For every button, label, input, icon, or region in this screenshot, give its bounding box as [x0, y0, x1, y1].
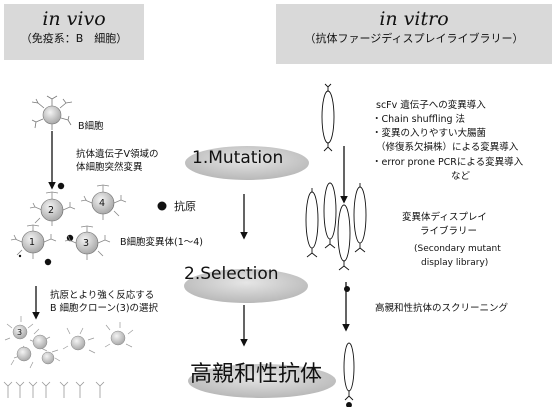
mutant-cell-3: [64, 225, 111, 260]
antigen-label: 抗原: [174, 200, 196, 213]
bottom-antibodies: [3, 381, 105, 398]
in-vitro-title: in vitro: [379, 8, 449, 30]
in-vivo-header: in vivo （免疫系：B 細胞）: [4, 4, 144, 60]
in-vivo-subtitle: （免疫系：B 細胞）: [20, 32, 128, 45]
selection-label-2: B 細胞クローン(3)の選択: [50, 303, 159, 314]
phage-library: [305, 182, 367, 271]
library-label-3: (Secondary mutant: [414, 244, 501, 254]
in-vitro-header: in vitro （抗体ファージディスプレイライブラリー）: [276, 4, 552, 64]
cell-number-4: 4: [99, 198, 106, 209]
mutation-ellipse: [185, 146, 309, 180]
phage-antigen-dot: [344, 286, 350, 292]
antigen-dots: [44, 182, 167, 266]
mutant-b-cells: [10, 184, 127, 260]
cell-number-2: 2: [48, 205, 55, 216]
in-vitro-subtitle: （抗体ファージディスプレイライブラリー）: [304, 32, 524, 45]
bullet-ecoli-1: ・変異の入りやすい大腸菌: [372, 128, 487, 139]
phage-selected: [343, 342, 355, 407]
cell-number-3: 3: [83, 238, 90, 249]
phage-top: [321, 83, 335, 152]
mutation-label-2: 体細胞突然変異: [76, 162, 143, 173]
cell-number-1: 1: [29, 237, 36, 248]
library-label-1: 変異体ディスプレイ: [402, 212, 487, 223]
selection-label-1: 抗原とより強く反応する: [50, 290, 155, 301]
mutation-intro: scFv 遺伝子への変異導入: [376, 100, 486, 111]
phage-particles: [305, 83, 367, 407]
selection-ellipse: [184, 269, 308, 303]
mutant-cell-2: [29, 191, 76, 226]
result-ellipse: [188, 364, 336, 398]
bullet-ecoli-2: （修復系欠損株）による変異導入: [376, 142, 519, 153]
clone-number: 3: [17, 328, 23, 337]
result-label: 高親和性抗体: [190, 362, 323, 387]
step-mutation: 1.Mutation: [192, 148, 284, 168]
selected-clone-cluster: [4, 316, 134, 369]
b-cell-label: B細胞: [78, 121, 104, 132]
in-vivo-title: in vivo: [42, 8, 106, 30]
bullet-error-prone-pcr: ・error prone PCRによる変異導入: [372, 157, 524, 168]
mutant-cell-4: [80, 184, 127, 220]
mutant-label: B細胞変異体(1〜4): [120, 237, 204, 248]
mutant-cell-1: [10, 224, 57, 259]
bullet-etc: など: [451, 171, 471, 182]
screening-label: 高親和性抗体のスクリーニング: [375, 303, 509, 314]
mutation-label-1: 抗体遺伝子V領域の: [76, 149, 159, 160]
step-selection: 2.Selection: [184, 264, 279, 284]
b-cell-top: [31, 95, 73, 130]
library-label-4: display library): [421, 258, 489, 268]
library-label-2: ライブラリー: [420, 226, 478, 237]
bullet-chain-shuffling: ・Chain shuffling 法: [372, 114, 466, 125]
